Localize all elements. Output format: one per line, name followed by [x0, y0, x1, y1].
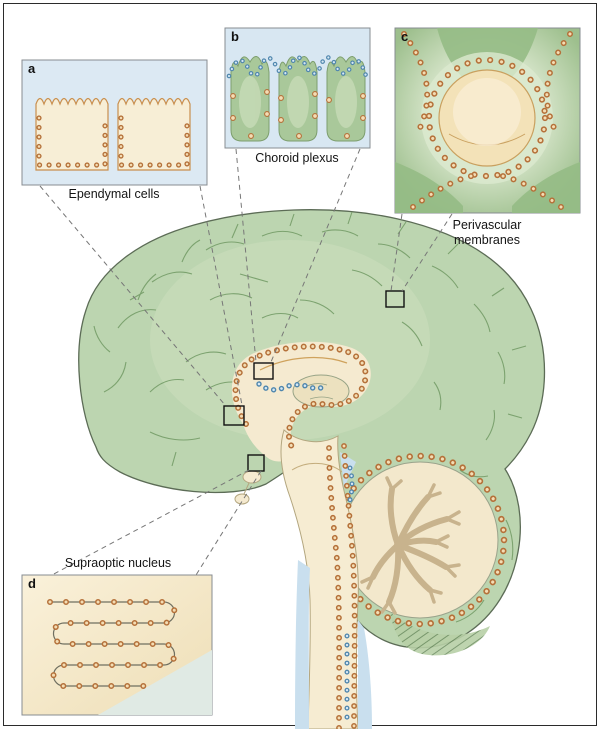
panel-d-caption: Supraoptic nucleus [64, 556, 172, 570]
panel-b-caption: Choroid plexus [255, 151, 339, 165]
inset-panel-a [21, 59, 208, 186]
panel-b-label: b [231, 29, 239, 44]
csf-space-posterior [358, 620, 372, 729]
csf-space-anterior [295, 560, 310, 729]
panel-d-label: d [28, 576, 36, 591]
panel-c-label: c [401, 29, 409, 44]
panel-c-caption: Perivascular membranes [452, 218, 522, 247]
villi-membrane-dots [230, 89, 366, 139]
marker-square-c [385, 290, 405, 308]
connector-lines [39, 148, 453, 576]
brainstem [280, 429, 372, 729]
panel-d-corner-region [98, 650, 212, 715]
thalamus [292, 374, 350, 408]
tentorium-stripes [390, 612, 490, 656]
fourth-ventricle [340, 452, 356, 488]
inset-panel-d [21, 574, 213, 716]
marker-square-b [253, 362, 274, 380]
marker-square-d [247, 454, 265, 472]
cerebellum [336, 456, 504, 656]
ependymal-cell-right [117, 97, 191, 171]
inset-panel-b [224, 27, 371, 149]
ependymal-cell-left [35, 97, 109, 171]
marker-square-a [223, 405, 245, 426]
inset-panel-c [394, 27, 581, 214]
corpus-callosum-region [231, 341, 371, 462]
cortical-sulci [93, 211, 527, 623]
panel-a-label: a [28, 61, 36, 76]
panel-a-caption: Ependymal cells [68, 187, 160, 201]
